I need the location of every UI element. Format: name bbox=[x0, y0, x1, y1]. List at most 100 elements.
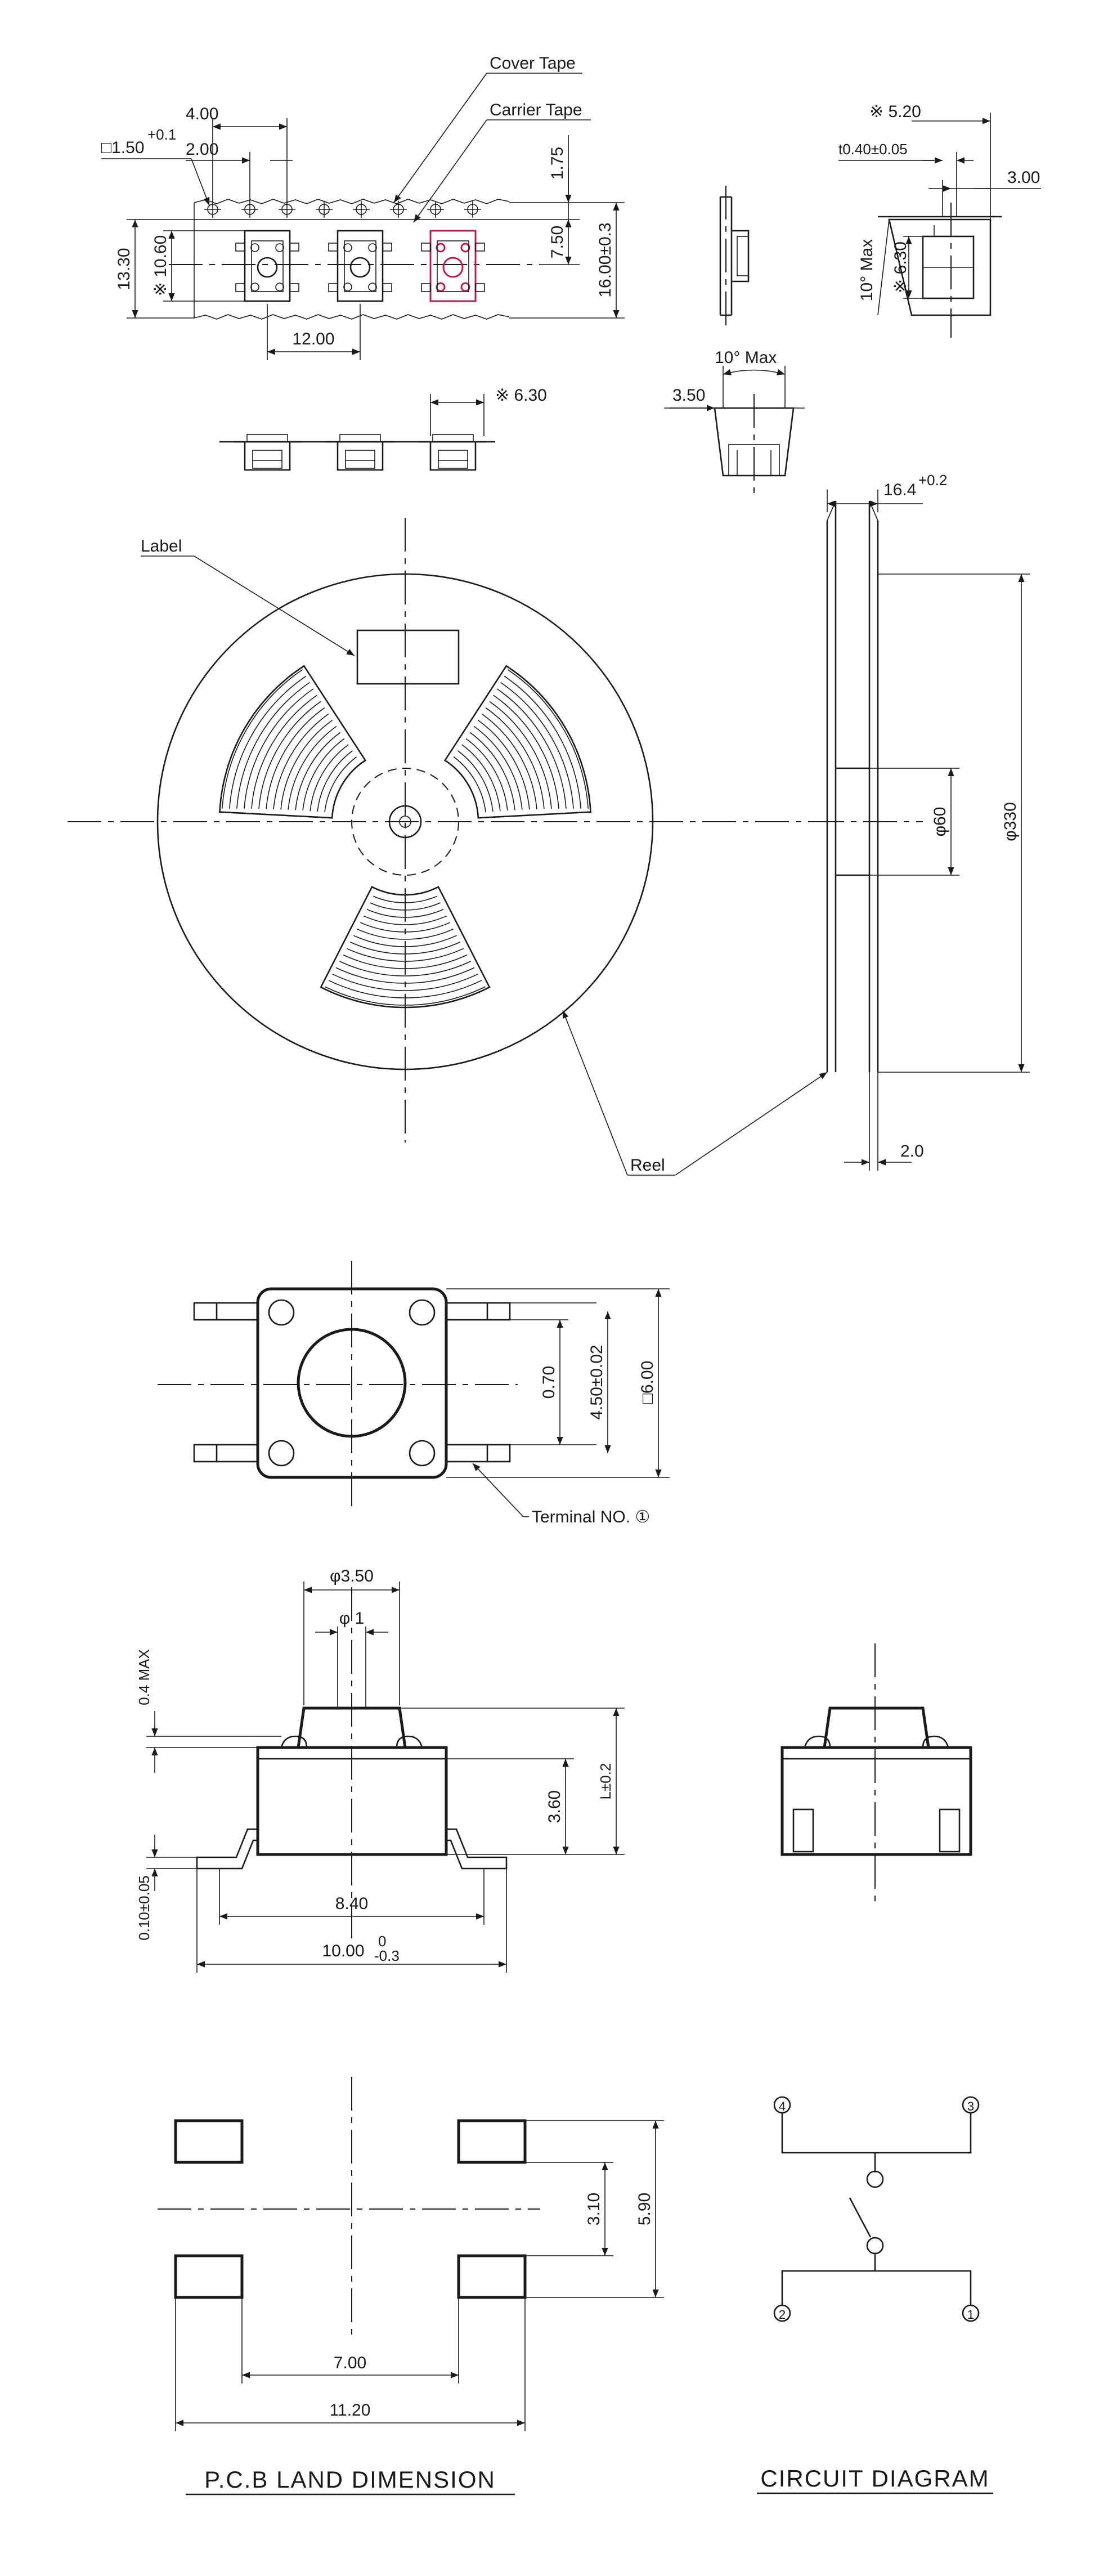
reel-callout: Reel bbox=[630, 1156, 665, 1175]
circuit-pin-1: 1 bbox=[967, 2308, 974, 2322]
carrier-tape-label: Carrier Tape bbox=[490, 101, 582, 119]
reel-window-hatch bbox=[457, 750, 494, 812]
hole-center-label: 7.50 bbox=[548, 226, 567, 258]
reel-window bbox=[320, 886, 491, 1009]
reel-window-hatch bbox=[339, 961, 471, 976]
reel-window-hatch bbox=[461, 744, 501, 812]
reel-window-hatch bbox=[266, 707, 325, 809]
hole-diameter-tol: +0.1 bbox=[147, 126, 176, 143]
hole-diameter-label: □1.50 bbox=[101, 138, 145, 157]
circuit-pin-3: 3 bbox=[967, 2099, 974, 2113]
reel-window-hatch bbox=[496, 688, 567, 809]
reel-window-hatch bbox=[251, 695, 317, 809]
side-height-label: ※ 5.20 bbox=[869, 102, 921, 121]
reel-window-hatch bbox=[357, 928, 454, 940]
thickness-label: t0.40±0.05 bbox=[838, 141, 908, 158]
reel-window-hatch bbox=[258, 701, 321, 809]
bottom-label: 3.50 bbox=[672, 386, 705, 405]
reel-window-hatch bbox=[309, 744, 349, 812]
reel-window-hatch bbox=[236, 682, 310, 809]
reel-window-hatch bbox=[295, 732, 341, 810]
reel-window-hatch bbox=[465, 738, 508, 811]
reel-window-hatch bbox=[453, 756, 486, 813]
edge-hole-label: 1.75 bbox=[548, 147, 567, 180]
actuator-diameter-label: φ3.50 bbox=[330, 1567, 374, 1585]
circuit-diagram: 4 3 2 1 CIRCUIT DIAGRAM bbox=[757, 2096, 993, 2494]
terminal-label: Terminal NO. ① bbox=[532, 1508, 650, 1526]
tape-pocket-profile: 10° Max 3.50 bbox=[664, 348, 805, 495]
side-pocket-label: ※ 6.30 bbox=[891, 241, 910, 293]
pad-outer-y-label: 5.90 bbox=[635, 2193, 654, 2225]
reel-window-hatch bbox=[302, 738, 345, 811]
pocket-width-label: ※ 10.60 bbox=[151, 235, 170, 297]
reel-window-hatch bbox=[288, 725, 337, 810]
reel-window-hatch bbox=[360, 922, 451, 933]
reel-window-hatch bbox=[477, 719, 530, 810]
pad-pitch-y-label: 3.10 bbox=[585, 2193, 603, 2225]
switch-front-view: φ3.50 φ 1 0.4 MAX 0.10±0.05 3.60 L±0.2 8… bbox=[136, 1567, 625, 1973]
reel-window-hatch bbox=[493, 695, 559, 809]
reel-window-hatch bbox=[500, 682, 574, 809]
reel-window-hatch bbox=[222, 669, 303, 809]
reel-window-hatch bbox=[469, 732, 515, 810]
outer-width-label: 13.30 bbox=[115, 248, 133, 290]
reel-window-hatch bbox=[489, 701, 552, 809]
reel-window-hatch bbox=[363, 915, 447, 925]
body-size-label: □6.00 bbox=[638, 1361, 657, 1404]
reel-label-callout: Label bbox=[141, 537, 182, 555]
stem-diameter-label: φ 1 bbox=[339, 1609, 364, 1628]
reel-window-hatch bbox=[244, 688, 314, 809]
reel-window-hatch bbox=[373, 895, 438, 903]
angle-label: 10° Max bbox=[858, 239, 876, 301]
tape-width-label: 16.00±0.3 bbox=[596, 222, 614, 297]
half-pitch-label: 2.00 bbox=[186, 140, 218, 159]
reel-window-hatch bbox=[328, 980, 482, 998]
reel-window-hatch bbox=[229, 675, 307, 809]
reel-side-view: φ60 φ330 16.4 +0.2 2.0 bbox=[810, 472, 1030, 1171]
total-height-label: L±0.2 bbox=[597, 1763, 614, 1800]
body-height-label: 3.60 bbox=[545, 1790, 564, 1823]
step-label: 3.00 bbox=[1007, 168, 1040, 187]
switch-top-view: 0.70 4.50±0.02 □6.00 Terminal NO. ① bbox=[158, 1261, 670, 1526]
reel-window-hatch bbox=[325, 986, 486, 1006]
side-detail-small bbox=[719, 186, 750, 326]
pitch-hole-label: 4.00 bbox=[186, 105, 218, 123]
total-width-tol: 0 bbox=[378, 1933, 386, 1950]
pcb-land-view: 3.10 5.90 7.00 11.20 P.C.B LAND DIMENSIO… bbox=[158, 2077, 664, 2496]
circuit-pin-4: 4 bbox=[779, 2099, 786, 2113]
lead-thickness-label: 0.10±0.05 bbox=[136, 1875, 152, 1940]
reel-width-label: 16.4 bbox=[883, 481, 916, 499]
reel-window-hatch bbox=[370, 902, 441, 911]
reel-width-tol: +0.2 bbox=[918, 472, 947, 489]
circuit-title: CIRCUIT DIAGRAM bbox=[760, 2465, 989, 2492]
pin-spacing-label: 0.70 bbox=[540, 1366, 558, 1399]
hub-diameter-label: φ60 bbox=[931, 807, 949, 837]
pocket-depth-label: ※ 6.30 bbox=[495, 386, 547, 405]
reel-label-box bbox=[356, 629, 460, 685]
reel-window-hatch bbox=[335, 967, 475, 984]
tape-profile: ※ 5.20 t0.40±0.05 3.00 10° Max ※ 6.30 bbox=[838, 102, 1041, 338]
circuit-pin-2: 2 bbox=[779, 2308, 786, 2322]
cover-tape-label: Cover Tape bbox=[490, 54, 576, 73]
reel-window-hatch bbox=[485, 707, 545, 809]
total-width-tol2: -0.3 bbox=[374, 1947, 400, 1964]
reel-window-hatch bbox=[353, 935, 457, 947]
body-pitch-label: 4.50±0.02 bbox=[587, 1345, 606, 1419]
tape-side-section: ※ 6.30 bbox=[219, 386, 547, 471]
angle2-label: 10° Max bbox=[715, 348, 777, 367]
body-width-label: 8.40 bbox=[335, 1894, 368, 1913]
max-gap-label: 0.4 MAX bbox=[136, 1649, 152, 1705]
reel-front-view bbox=[68, 518, 810, 1143]
pad-outer-x-label: 11.20 bbox=[330, 2401, 371, 2420]
reel-window-hatch bbox=[504, 675, 581, 809]
reel-window-hatch bbox=[332, 973, 478, 991]
flange-label: 2.0 bbox=[900, 1142, 924, 1161]
tape-top-view: 4.00 2.00 □1.50 +0.1 Cover Tape Carrier … bbox=[101, 54, 625, 360]
reel-window-hatch bbox=[324, 756, 357, 813]
reel-window-hatch bbox=[317, 750, 353, 812]
reel-window-hatch bbox=[343, 954, 468, 969]
outer-diameter-label: φ330 bbox=[1001, 802, 1020, 841]
reel-window bbox=[444, 665, 591, 819]
reel-window-hatch bbox=[473, 725, 523, 810]
